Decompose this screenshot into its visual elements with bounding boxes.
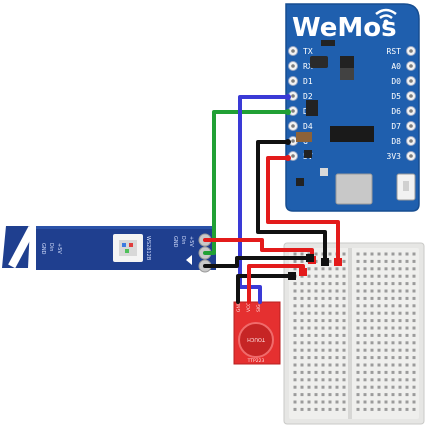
board-brand-logo: WeMos xyxy=(292,13,397,43)
strip-break-mark xyxy=(8,225,36,269)
breadboard-center-channel xyxy=(348,248,352,419)
wifi-icon xyxy=(375,8,397,20)
pin-label-left-rx: RX xyxy=(303,62,313,71)
pin-label-left-tx: TX xyxy=(303,47,313,56)
strip-left-label-3: +5V xyxy=(56,243,62,254)
usb-serial-chip xyxy=(330,126,374,142)
strip-right-label-3: GND xyxy=(172,236,178,248)
pin-label-right-d0: D0 xyxy=(391,77,401,86)
strip-right-label-2: Din xyxy=(180,236,186,244)
touch-pin-label-gnd: GND xyxy=(236,301,242,312)
left-pin-header: TXRXD1D2D3D4G5V xyxy=(288,46,313,161)
strip-right-label-1: +5V xyxy=(188,236,194,247)
led-strip-cut-segment xyxy=(2,226,30,268)
strip-left-label-1: GND xyxy=(40,243,46,255)
regulator xyxy=(310,56,328,68)
touch-pad-label: TOUCH xyxy=(247,336,266,342)
led-chip-label: WS2812B xyxy=(145,236,151,261)
touch-pin-label-vcc: VCC xyxy=(246,303,252,312)
touch-pad xyxy=(238,322,274,358)
usb-port xyxy=(335,173,373,205)
pin-label-right-d7: D7 xyxy=(391,122,401,131)
led-strip: GND Din +5V WS2812B +5V Din GND xyxy=(2,225,216,273)
wire-black-touch-gnd xyxy=(236,274,294,304)
wire-black-strip-gnd xyxy=(203,256,312,268)
wire-green-data xyxy=(203,110,290,255)
board-pcb xyxy=(285,3,420,212)
strip-direction-arrow xyxy=(186,255,192,265)
wire-black-ground xyxy=(256,140,327,264)
pin-label-right-a0: A0 xyxy=(391,62,401,71)
wire-red-power xyxy=(266,156,340,264)
strip-left-label-2: Din xyxy=(48,243,54,251)
touch-footer-label: TTP223 xyxy=(247,358,265,364)
pin-label-right-d6: D6 xyxy=(391,107,401,116)
pin-label-left-d2: D2 xyxy=(303,92,313,101)
pin-label-right-rst: RST xyxy=(387,47,402,56)
touch-pin-label-sig: SIG xyxy=(256,304,262,312)
pin-label-right-3v3: 3V3 xyxy=(387,152,402,161)
pin-label-left-d4: D4 xyxy=(303,122,313,131)
touch-sensor: TOUCH GND VCC SIG TTP223 xyxy=(233,301,281,365)
breadboard-holes xyxy=(293,252,416,411)
breadboard xyxy=(283,242,425,425)
pin-label-right-d8: D8 xyxy=(391,137,401,146)
pin-label-left-d1: D1 xyxy=(303,77,313,86)
pin-label-right-d5: D5 xyxy=(391,92,401,101)
